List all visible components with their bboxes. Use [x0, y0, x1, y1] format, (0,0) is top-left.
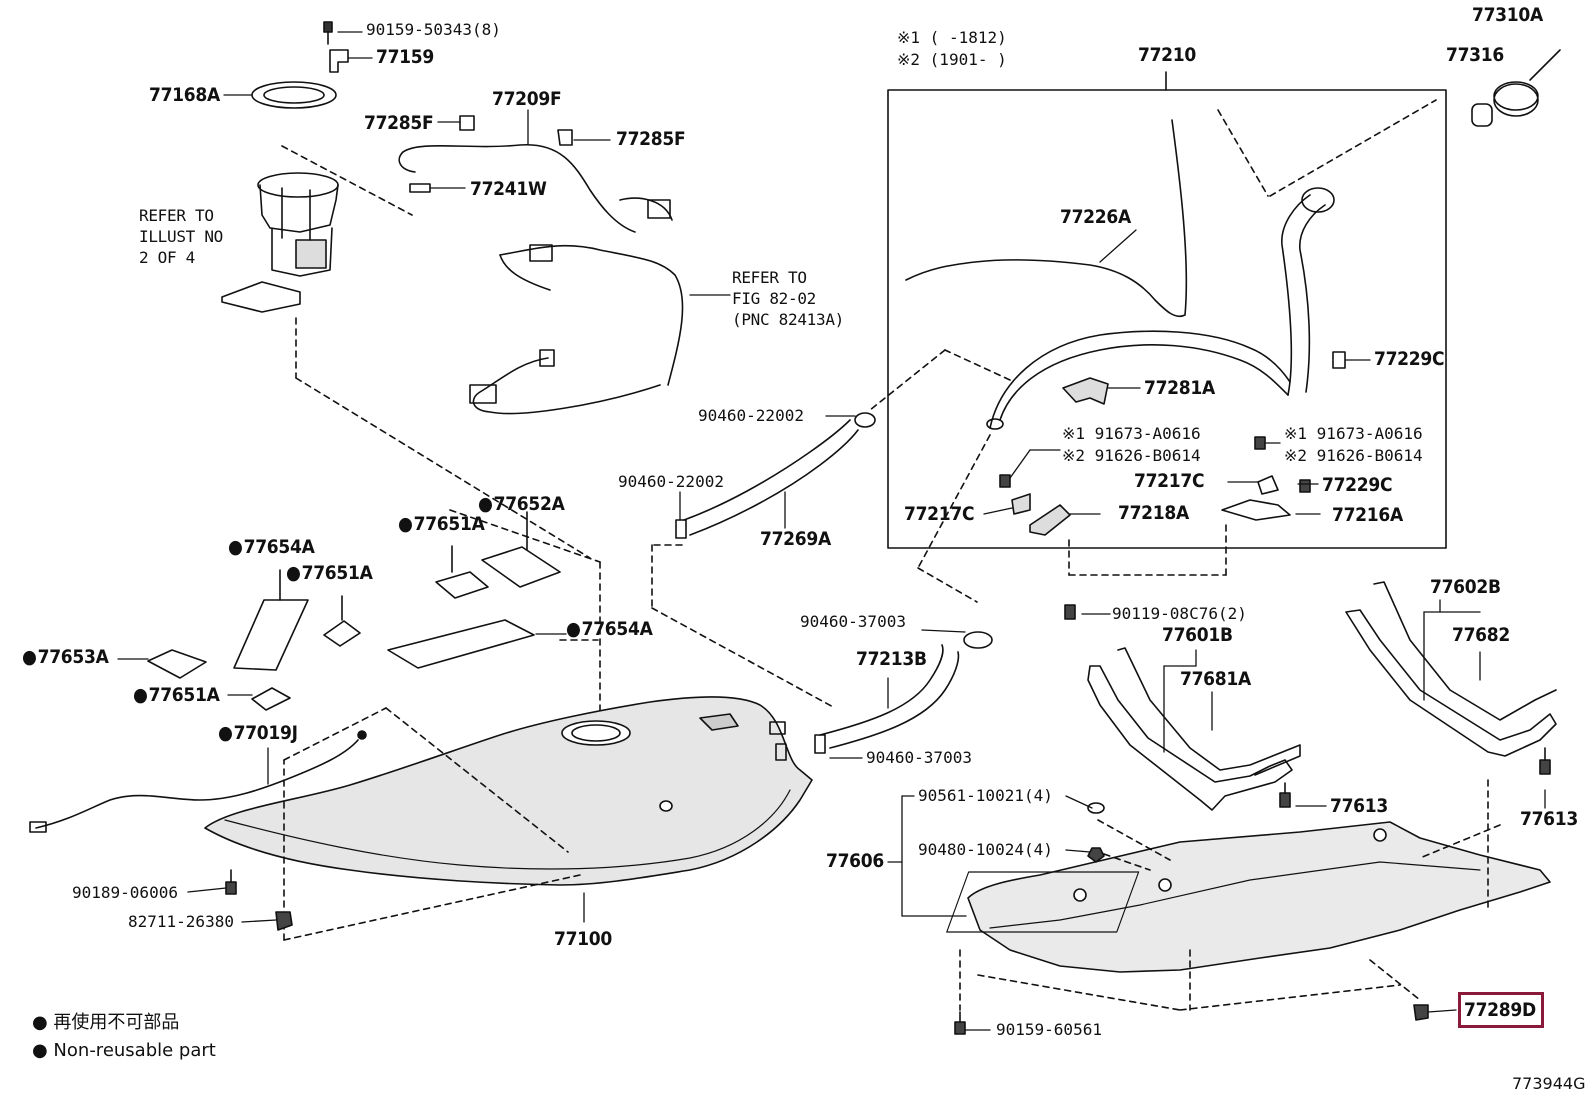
- part-label-77651a-mid[interactable]: 77651A: [286, 564, 373, 583]
- part-label-77159[interactable]: 77159: [376, 46, 434, 68]
- part-label-77651a-low[interactable]: 77651A: [133, 686, 220, 705]
- part-label-90189-06006[interactable]: 90189-06006: [72, 883, 178, 902]
- part-label-91673-a0616-right[interactable]: ※1 91673-A0616: [1284, 424, 1423, 443]
- insulator-77654a-left[interactable]: [233, 569, 309, 671]
- part-label-90159-60561[interactable]: 90159-60561: [996, 1020, 1102, 1039]
- filler-cap-77310a[interactable]: [1471, 49, 1561, 127]
- legend-nonreusable-jp: ● 再使用不可部品: [32, 1012, 180, 1033]
- part-label-77269a[interactable]: 77269A: [760, 528, 831, 550]
- filler-brackets[interactable]: [999, 351, 1346, 536]
- part-label-91626-b0614-right[interactable]: ※2 91626-B0614: [1284, 446, 1423, 465]
- model-year-note-1: ※1 ( -1812): [897, 28, 1007, 47]
- insulator-77651a-low[interactable]: [251, 687, 291, 711]
- pump-retainer-ring[interactable]: [251, 81, 337, 109]
- part-label-90460-37003-top[interactable]: 90460-37003: [800, 612, 906, 631]
- part-label-77682[interactable]: 77682: [1452, 624, 1510, 646]
- part-label-77100[interactable]: 77100: [554, 928, 612, 950]
- hose-77213b[interactable]: [814, 631, 993, 754]
- refer-to-illustration-note: REFER TO ILLUST NO 2 OF 4: [139, 206, 223, 267]
- part-label-77229c-top[interactable]: 77229C: [1374, 348, 1445, 370]
- part-label-77209f[interactable]: 77209F: [492, 88, 562, 110]
- part-label-77651a-top[interactable]: 77651A: [398, 515, 485, 534]
- strap-bolts[interactable]: [1064, 604, 1551, 808]
- part-label-77229c-bottom[interactable]: 77229C: [1322, 474, 1393, 496]
- part-label-77316[interactable]: 77316: [1446, 44, 1504, 66]
- part-label-90561-10021[interactable]: 90561-10021(4): [918, 786, 1053, 805]
- model-year-note-2: ※2 (1901- ): [897, 50, 1007, 69]
- highlighted-part-frame: [1458, 992, 1544, 1028]
- part-label-90460-37003-bottom[interactable]: 90460-37003: [866, 748, 972, 767]
- legend-nonreusable-en: ● Non-reusable part: [32, 1040, 216, 1061]
- part-label-77216a[interactable]: 77216A: [1332, 504, 1403, 526]
- filler-pipe-box: [887, 71, 1447, 549]
- part-label-77217c-left[interactable]: 77217C: [904, 503, 975, 525]
- cover-fasteners[interactable]: [954, 802, 1429, 1035]
- insulator-77653a[interactable]: [147, 649, 207, 679]
- tank-dashed-guides: [283, 707, 581, 941]
- part-label-90159-50343[interactable]: 90159-50343(8): [366, 20, 501, 39]
- wire-harness-77209f[interactable]: [398, 115, 673, 233]
- part-label-77281a[interactable]: 77281A: [1144, 377, 1215, 399]
- part-label-77681a[interactable]: 77681A: [1180, 668, 1251, 690]
- part-label-77019j[interactable]: 77019J: [218, 724, 298, 743]
- part-label-77606[interactable]: 77606: [826, 850, 884, 872]
- part-label-77602b[interactable]: 77602B: [1430, 576, 1501, 598]
- part-label-77613-right[interactable]: 77613: [1520, 808, 1578, 830]
- part-label-90119-08c76[interactable]: 90119-08C76(2): [1112, 604, 1247, 623]
- insulator-77652a[interactable]: [481, 511, 561, 588]
- part-label-77601b[interactable]: 77601B: [1162, 624, 1233, 646]
- leader-lines: [117, 31, 1546, 1031]
- filler-breather-tube-77226a[interactable]: [905, 119, 1188, 318]
- part-label-77226a[interactable]: 77226A: [1060, 206, 1131, 228]
- under-cover-77606[interactable]: [946, 821, 1551, 973]
- part-label-90460-22002-top[interactable]: 90460-22002: [698, 406, 804, 425]
- fuel-pump-bracket[interactable]: [329, 49, 349, 73]
- part-label-77289d[interactable]: 77289D: [1464, 999, 1536, 1021]
- part-label-77652a[interactable]: 77652A: [478, 495, 565, 514]
- part-label-77310a[interactable]: 77310A: [1472, 4, 1543, 26]
- part-label-90460-22002-bottom[interactable]: 90460-22002: [618, 472, 724, 491]
- part-label-90480-10024[interactable]: 90480-10024(4): [918, 840, 1053, 859]
- part-label-91626-b0614-left[interactable]: ※2 91626-B0614: [1062, 446, 1201, 465]
- clamp-77281a[interactable]: [1062, 377, 1109, 405]
- part-label-77285f-right[interactable]: 77285F: [616, 128, 686, 150]
- insulator-dashed-guides: [449, 509, 601, 721]
- insulator-77651a-mid[interactable]: [323, 595, 361, 647]
- part-label-77654a-left[interactable]: 77654A: [228, 538, 315, 557]
- part-label-77653a[interactable]: 77653A: [22, 648, 109, 667]
- hose-77269a[interactable]: [675, 412, 876, 539]
- filler-pipe[interactable]: [986, 187, 1335, 430]
- part-label-77168a[interactable]: 77168A: [149, 84, 220, 106]
- hose-dashed-guides: [651, 544, 836, 709]
- refer-to-figure-note: REFER TO FIG 82-02 (PNC 82413A): [732, 268, 844, 329]
- part-label-77210[interactable]: 77210: [1138, 44, 1196, 66]
- tank-strap-77601b[interactable]: [1087, 647, 1301, 811]
- part-label-77218a[interactable]: 77218A: [1118, 502, 1189, 524]
- fuel-tank-77100[interactable]: [204, 696, 813, 886]
- part-label-77241w[interactable]: 77241W: [470, 178, 547, 200]
- part-label-77613-left[interactable]: 77613: [1330, 795, 1388, 817]
- fuel-pump-module[interactable]: [221, 172, 339, 313]
- insulator-77654a-right[interactable]: [387, 619, 535, 669]
- part-label-77213b[interactable]: 77213B: [856, 648, 927, 670]
- part-label-82711-26380[interactable]: 82711-26380: [128, 912, 234, 931]
- cover-dashed-guides: [959, 779, 1501, 1011]
- part-label-77285f-left[interactable]: 77285F: [364, 112, 434, 134]
- part-label-91673-a0616-left[interactable]: ※1 91673-A0616: [1062, 424, 1201, 443]
- figure-id: 773944G: [1512, 1074, 1586, 1093]
- fuel-tube-77019j[interactable]: [29, 730, 367, 833]
- pump-dashed-guides: [281, 145, 591, 559]
- fuel-pump-bolt[interactable]: [323, 21, 333, 45]
- wire-harness-lower[interactable]: [469, 244, 684, 415]
- part-label-77654a-right[interactable]: 77654A: [566, 620, 653, 639]
- part-label-77217c-right[interactable]: 77217C: [1134, 470, 1205, 492]
- tank-strap-77602b[interactable]: [1345, 581, 1557, 757]
- filler-dashed-guides: [869, 99, 1437, 603]
- insulator-77651a-top[interactable]: [435, 545, 489, 599]
